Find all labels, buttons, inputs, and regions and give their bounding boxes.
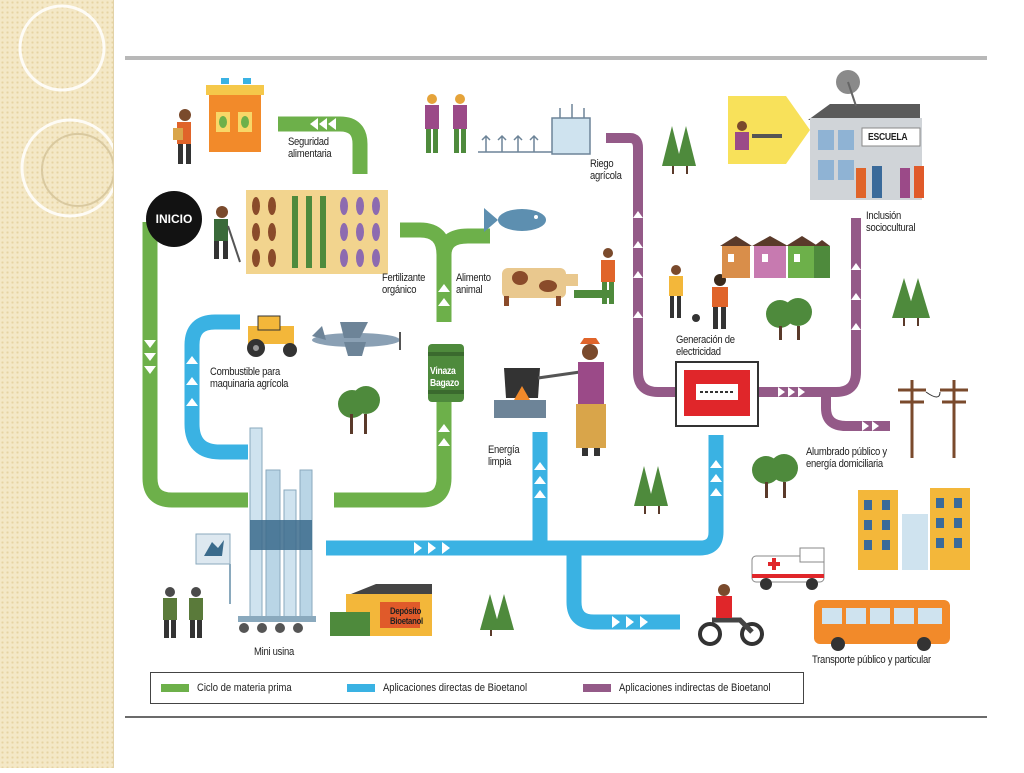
motorcycle-icon [698,584,764,646]
apartment-buildings-icon [858,488,970,570]
label-mini-plant: Mini usina [254,646,295,658]
purple-flow-paths [606,133,890,431]
legend-item-indirect: Aplicaciones indirectas de Bioetanol [583,681,795,695]
crop-field-icon [246,190,388,274]
legend-swatch-green [161,684,189,692]
legend-item-direct: Aplicaciones directas de Bioetanol [347,681,551,695]
flow-arrows [144,118,879,628]
person-carrying-icon [173,109,191,164]
trees-icon [338,126,930,636]
bioethanol-deposit-icon [330,584,432,636]
green-flow-paths [142,116,490,508]
legend-swatch-purple [583,684,611,692]
food-jars-icon [206,78,264,152]
person-feeding-icon [601,248,615,304]
crop-duster-plane-icon [312,322,401,356]
bus-icon [814,600,950,651]
houses-icon [720,236,830,278]
school-children-icon [856,166,924,198]
woman-cooking-icon [576,338,606,456]
vinaza-barrel-icon [428,344,464,402]
workers-icon [163,587,203,638]
cow-icon [502,268,610,306]
bottom-rule [125,716,987,718]
legend: Ciclo de materia prima Aplicaciones dire… [150,672,804,704]
ambulance-icon [751,547,825,590]
teacher-board-icon [728,96,810,164]
top-rule [125,56,987,60]
field-workers-icon [425,94,467,153]
label-transport: Transporte público y particular [812,654,931,666]
fish-icon [484,208,546,232]
start-marker: INICIO [146,191,202,247]
mini-distillery-icon [238,427,316,633]
label-school: ESCUELA [868,132,908,143]
legend-item-raw-material: Ciclo de materia prima [161,681,307,695]
farmer-icon [214,206,241,263]
cooking-stove-icon [494,368,581,418]
legend-swatch-blue [347,684,375,692]
irrigation-icon [478,104,591,155]
hand-sign-icon [195,533,231,604]
kids-playing-icon [669,265,728,329]
generator-icon [675,361,759,427]
decorative-side-panel [0,0,120,768]
power-poles-icon [898,380,968,458]
school-building-icon [808,70,922,200]
tractor-icon [247,315,297,357]
